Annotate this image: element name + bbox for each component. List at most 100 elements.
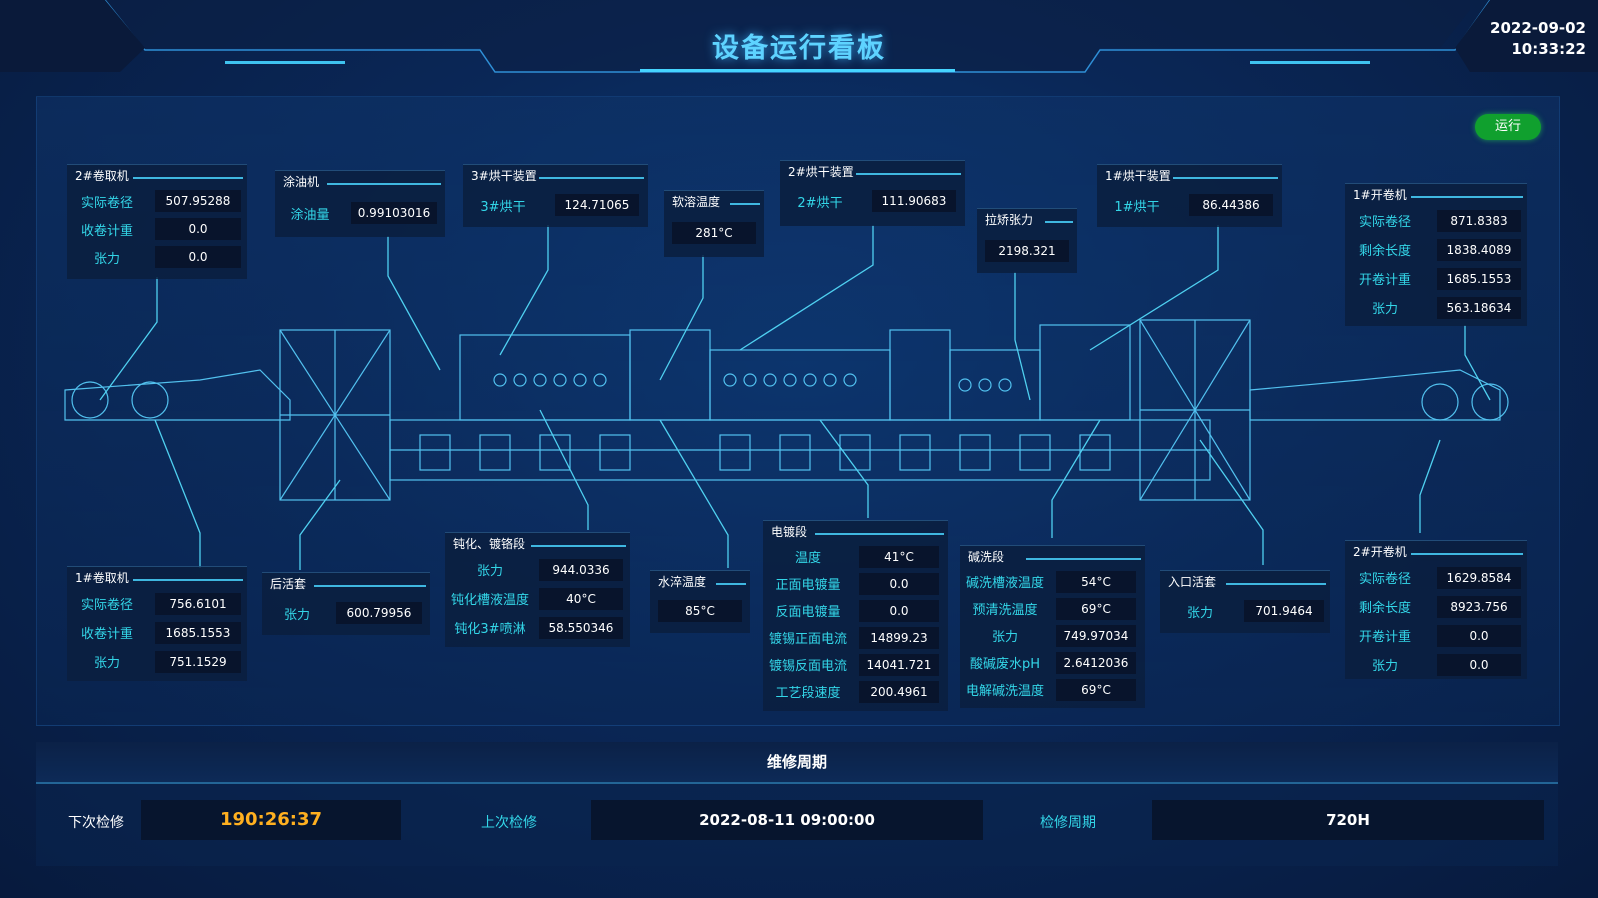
row-value: 756.6101: [155, 592, 241, 615]
row-value: 54°C: [1056, 570, 1136, 593]
row-label: 张力: [93, 251, 120, 267]
panel-row: 开卷计重 1685.1553: [1345, 264, 1527, 293]
panel-level-tension: 拉矫张力 2198.321: [977, 208, 1077, 273]
panel-row: 工艺段速度 200.4961: [763, 678, 948, 705]
row-value: 0.0: [155, 218, 241, 240]
time-text: 10:33:22: [1511, 40, 1586, 58]
panel-title: 入口活套: [1168, 575, 1217, 589]
row-label: 实际卷径: [1358, 215, 1411, 230]
row-label: 张力: [283, 607, 310, 623]
panel-title: 2#烘干装置: [788, 165, 854, 179]
row-value: 507.95288: [155, 190, 241, 212]
row-label: 涂油量: [290, 207, 330, 223]
row-value: 871.8383: [1437, 209, 1521, 232]
row-value: 1685.1553: [1437, 267, 1521, 290]
row-label: 钝化槽液温度: [450, 593, 529, 608]
row-label: 张力: [1186, 605, 1213, 621]
row-value: 0.0: [1437, 653, 1521, 676]
row-label: 收卷计重: [80, 223, 133, 239]
row-label: 预清洗温度: [972, 603, 1038, 618]
panel-dryer-2: 2#烘干装置 2#烘干 111.90683: [780, 160, 965, 226]
row-value: 2.6412036: [1056, 651, 1136, 674]
row-value: 14899.23: [859, 626, 939, 649]
panel-title: 电镀段: [771, 525, 808, 539]
panel-row: 涂油量 0.99103016: [275, 199, 445, 227]
row-label: 开卷计重: [1358, 273, 1411, 288]
row-value: 0.99103016: [351, 202, 437, 224]
row-label: 电解碱洗温度: [965, 684, 1044, 699]
row-value: 0.0: [1437, 624, 1521, 647]
row-label: 工艺段速度: [775, 686, 841, 701]
row-label: 2#烘干: [797, 195, 843, 211]
row-label: 实际卷径: [80, 195, 133, 211]
panel-row: 张力 0.0: [67, 243, 247, 271]
row-value: 111.90683: [872, 190, 956, 212]
row-label: 反面电镀量: [775, 605, 841, 620]
row-value: 124.71065: [555, 194, 639, 216]
row-value: 2198.321: [985, 240, 1069, 262]
row-value: 69°C: [1056, 678, 1136, 701]
panel-entry-loop: 入口活套 张力 701.9464: [1160, 570, 1330, 633]
row-value: 14041.721: [859, 653, 939, 676]
row-value: 86.44386: [1189, 194, 1273, 216]
row-label: 3#烘干: [480, 199, 526, 215]
row-value: 701.9464: [1244, 600, 1324, 622]
panel-title: 钝化、镀铬段: [453, 537, 526, 551]
row-label: 正面电镀量: [775, 578, 841, 593]
row-label: 1#烘干: [1114, 199, 1160, 215]
panel-title: 碱洗段: [968, 550, 1005, 564]
panel-row: 2#烘干 111.90683: [780, 187, 965, 215]
row-label: 张力: [93, 656, 120, 671]
row-value: 600.79956: [336, 602, 422, 624]
panel-dryer-1: 1#烘干装置 1#烘干 86.44386: [1097, 164, 1282, 227]
row-value: 1629.8584: [1437, 566, 1521, 589]
row-label: 实际卷径: [80, 598, 133, 613]
row-value: 41°C: [859, 545, 939, 568]
row-value: 8923.756: [1437, 595, 1521, 618]
header: 设备运行看板 2022-09-02 10:33:22: [0, 0, 1598, 80]
maintenance-cycle-value: 720H: [1152, 800, 1544, 840]
header-frame: [0, 0, 1598, 73]
panel-row: 张力 0.0: [1345, 650, 1527, 679]
panel-row: 张力 600.79956: [262, 599, 430, 627]
panel-row: 2198.321: [977, 237, 1077, 265]
row-label: 张力: [1371, 659, 1398, 674]
panel-title: 水淬温度: [658, 575, 707, 589]
panel-row: 碱洗槽液温度 54°C: [960, 568, 1145, 595]
row-label: 碱洗槽液温度: [965, 576, 1044, 591]
production-line-diagram: [64, 319, 1509, 501]
row-value: 0.0: [155, 246, 241, 268]
panel-soft-melt-temp: 软溶温度 281°C: [664, 190, 764, 257]
row-value: 85°C: [658, 600, 742, 622]
last-maintenance-label: 上次检修: [481, 815, 537, 831]
row-value: 200.4961: [859, 680, 939, 703]
row-value: 0.0: [859, 599, 939, 622]
row-label: 张力: [991, 630, 1018, 645]
row-value: 1838.4089: [1437, 238, 1521, 261]
panel-title: 1#烘干装置: [1105, 169, 1171, 183]
maintenance-title: 维修周期: [36, 742, 1558, 784]
next-maintenance-label: 下次检修: [68, 815, 124, 831]
